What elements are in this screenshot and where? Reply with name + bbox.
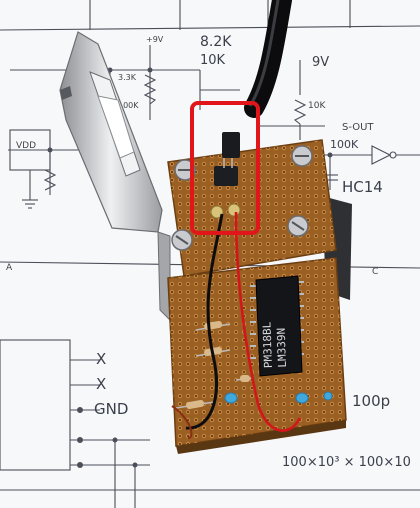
- label-gnd: GND: [94, 400, 128, 418]
- resistors: [175, 320, 253, 410]
- label-x-1: X: [96, 350, 106, 368]
- label-8-2k: 8.2K: [200, 34, 232, 50]
- schematic-dots: [47, 67, 333, 468]
- label-100k: 100K: [330, 138, 359, 151]
- label-hc14: HC14: [342, 178, 383, 196]
- label-3-3k: 3.3K: [118, 73, 137, 82]
- label-100k-small: 100K: [118, 101, 139, 110]
- ic-marking-line1: PM318BL: [260, 321, 275, 368]
- label-x-2: X: [96, 375, 106, 393]
- red-wire: [234, 211, 302, 432]
- black-wire: [185, 213, 224, 430]
- capacitors: [224, 391, 333, 404]
- lm339-ic: PM318BL LM339N: [250, 275, 304, 377]
- label-plus-9v: +9V: [146, 35, 164, 44]
- ic-marking-line2: LM339N: [275, 328, 289, 368]
- black-cable: [244, 0, 292, 118]
- label-9v: 9V: [312, 55, 329, 70]
- label-10k-right: 10K: [308, 101, 326, 111]
- label-s-out: S-OUT: [342, 122, 374, 133]
- label-10k-handwritten: 10K: [200, 53, 226, 68]
- highlight-box: [190, 101, 260, 235]
- note-100p: 100p: [352, 392, 390, 410]
- border-letter-c: C: [372, 267, 378, 277]
- upper-perfboard: [167, 139, 337, 277]
- label-vdd: VDD: [16, 141, 36, 151]
- border-letter-a: A: [6, 263, 13, 273]
- metal-bracket: [59, 31, 171, 322]
- note-formula: 100×10³ × 100×10: [282, 455, 411, 470]
